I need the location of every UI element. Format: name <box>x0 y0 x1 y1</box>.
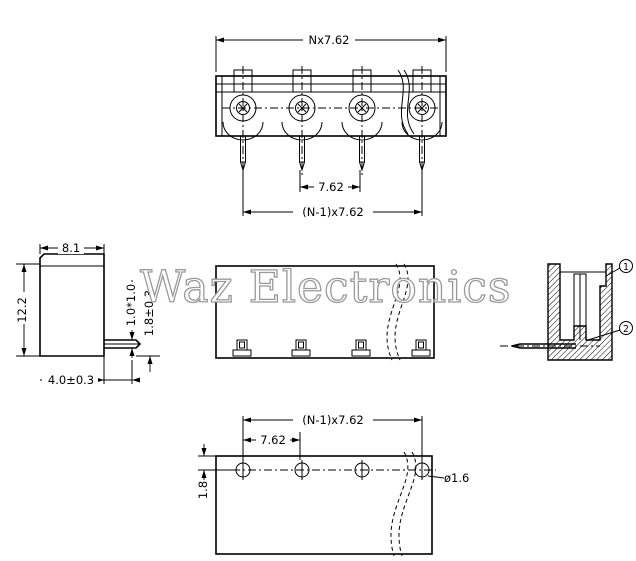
footprint-hole-3 <box>354 460 370 480</box>
footprint-hole-2 <box>294 460 310 480</box>
section-housing <box>547 263 613 361</box>
dim-side-width: 8.1 <box>62 241 80 255</box>
dim-pin-offset: 4.0±0.3 <box>48 373 94 387</box>
front-pin-1 <box>232 339 252 357</box>
dim-edge: 1.8 <box>196 481 210 499</box>
top-pin-3 <box>341 66 383 176</box>
top-pin-1 <box>222 66 264 176</box>
top-view: Nx7.62 7.62 (N-1)x7.62 <box>215 32 447 219</box>
footprint-hole-4 <box>414 460 430 480</box>
dim-overall-width: Nx7.62 <box>308 33 349 47</box>
watermark: Waz Electronics <box>140 262 512 313</box>
front-pin-2 <box>291 339 311 357</box>
top-view-pins <box>222 66 443 176</box>
dim-span-footprint: (N-1)x7.62 <box>302 413 363 427</box>
section-view: 1 2 <box>500 259 633 361</box>
front-body <box>215 265 435 359</box>
dim-pitch-footprint: 7.62 <box>260 433 286 447</box>
svg-text:2: 2 <box>623 324 629 335</box>
callout-1 <box>619 259 633 273</box>
footprint-view: (N-1)x7.62 7.62 1.8 ø1.6 <box>196 412 469 557</box>
dim-pin-section: 1.0*1.0 <box>124 284 138 326</box>
header-body-top <box>215 75 447 137</box>
dim-span-top: (N-1)x7.62 <box>302 205 363 219</box>
top-pin-2 <box>281 66 323 176</box>
front-pin-4 <box>411 339 431 357</box>
callout-2 <box>619 321 633 335</box>
side-body <box>39 253 105 357</box>
front-view <box>215 263 435 361</box>
front-pin-3 <box>351 339 371 357</box>
side-view: 8.1 12.2 1.0*1.0 1.8±0.3 4.0±0.3 <box>14 240 160 387</box>
dim-hole-diameter: ø1.6 <box>444 471 469 485</box>
dim-side-height: 12.2 <box>15 297 29 323</box>
footprint-outline <box>215 455 433 555</box>
dim-pin-height: 1.8±0.3 <box>142 290 156 336</box>
front-view-pins <box>232 339 431 357</box>
svg-text:1: 1 <box>623 262 629 273</box>
footprint-holes <box>235 460 430 480</box>
dim-pitch-top: 7.62 <box>318 180 344 194</box>
